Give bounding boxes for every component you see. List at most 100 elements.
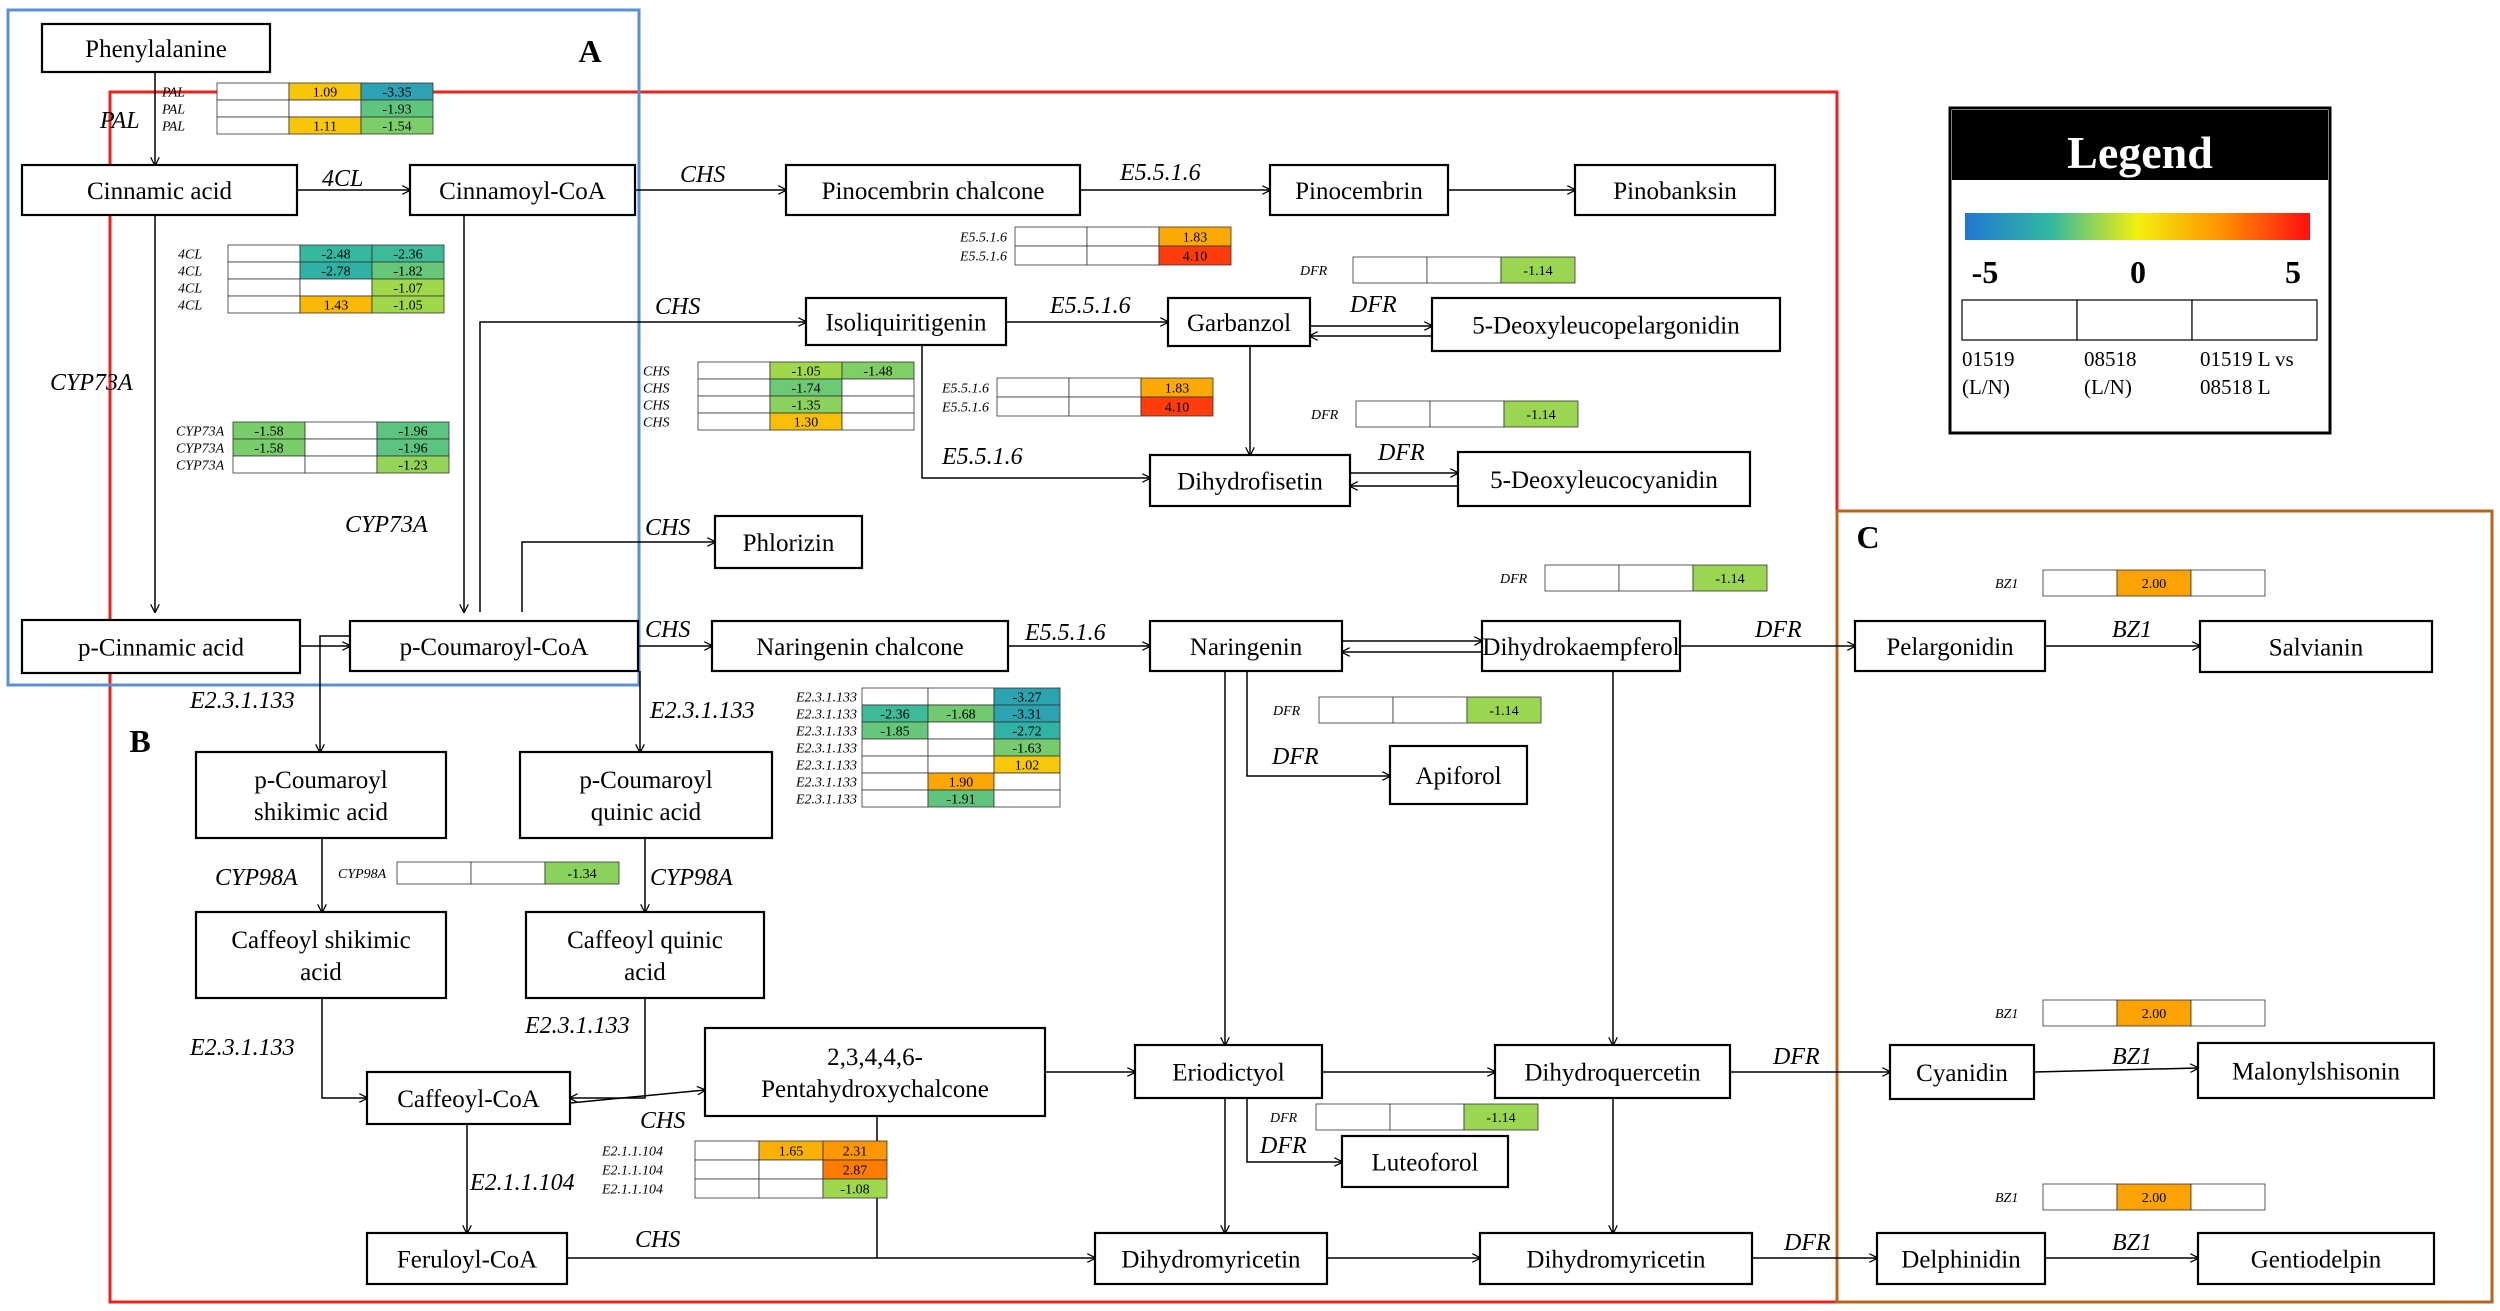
heat-row-label: E5.5.1.6: [959, 250, 1007, 265]
heat-cell-value: -3.31: [1012, 708, 1041, 723]
heat-cell: [304, 421, 378, 440]
heat-cell-value: 1.09: [313, 86, 338, 101]
heat-cell-value: 1.65: [779, 1145, 804, 1160]
heat-cell-value: -1.05: [393, 299, 422, 314]
heat-row-label: 4CL: [178, 265, 202, 280]
legend-col-3-line2: 08518 L: [2200, 375, 2271, 399]
heat-row-label: BZ1: [1995, 1191, 2018, 1206]
heat-cell-value: -1.68: [946, 708, 975, 723]
node-box: [1340, 1134, 1510, 1189]
heat-cell: [1315, 1103, 1391, 1131]
heat-cell: [376, 455, 450, 474]
node-box: [1573, 163, 1777, 217]
region-c-box: [1835, 509, 2494, 1304]
heat-cell: [1086, 245, 1160, 266]
enzyme-label-e211104: E2.1.1.104: [469, 1170, 575, 1196]
node-label: Dihydromyricetin: [1526, 1247, 1706, 1274]
node-box: [784, 163, 1082, 217]
heat-cell: [861, 789, 929, 808]
heat-cell: [1426, 256, 1502, 284]
heat-cell-value: 1.43: [324, 299, 349, 314]
enzyme-label-e5516-1: E5.5.1.6: [1119, 160, 1201, 186]
heat-cell-value: 4.10: [1165, 401, 1190, 416]
node-label: acid: [300, 959, 342, 986]
node-box: [2198, 619, 2434, 674]
heat-cell: [861, 772, 929, 791]
node-box: [1093, 1231, 1329, 1286]
enzyme-label-dfr-2: DFR: [1377, 440, 1425, 466]
node-box: [408, 163, 637, 217]
heat-cell: [2042, 999, 2118, 1027]
legend-title: Legend: [2067, 127, 2213, 178]
heat-row-label: PAL: [161, 120, 185, 135]
enzyme-label-cyp73a-2: CYP73A: [345, 512, 428, 538]
node-box: [1430, 296, 1782, 353]
region-a-box: [6, 8, 641, 687]
legend-cell-1: [1961, 299, 2078, 341]
node-box: [713, 514, 864, 570]
node-garbanzol: Garbanzol: [1166, 296, 1312, 348]
node-phlorizin: Phlorizin: [713, 514, 864, 570]
edge-cyanidin-malonylshisonin: [2033, 1068, 2198, 1073]
node-isoliquiritigenin: Isoliquiritigenin: [804, 296, 1008, 347]
enzyme-label-cyp73a-1: CYP73A: [50, 370, 133, 396]
heat-cell-value: -1.35: [791, 399, 820, 414]
heat-cell-value: 1.02: [1015, 759, 1040, 774]
heat-cell: [927, 755, 995, 774]
node-label: Naringenin: [1190, 634, 1303, 661]
heat-row-label: DFR: [1299, 264, 1328, 279]
region-b-label: B: [129, 723, 150, 759]
heat-cell: [544, 861, 620, 885]
heat-cell: [841, 412, 915, 431]
node-label: Cyanidin: [1916, 1060, 2008, 1087]
legend-cell-3: [2191, 299, 2318, 341]
node-label: Eriodictyol: [1172, 1060, 1285, 1087]
heat-row-label: E2.3.1.133: [795, 708, 857, 723]
node-pinocembrin: Pinocembrin: [1268, 163, 1450, 217]
node-dihydrokaempferol: Dihydrokaempferol: [1480, 619, 1682, 673]
edge-isoliquiritigenin-dihydrofisetin: [921, 345, 1150, 478]
heat-cell: [2190, 569, 2266, 597]
heat-cell-value: -1.58: [254, 425, 283, 440]
enzyme-label-chs-1: CHS: [680, 162, 725, 188]
heat-cell: [1544, 564, 1620, 592]
heat-cell-value: 2.00: [2142, 1007, 2167, 1022]
node-caffeoyl-coa: Caffeoyl-CoA: [365, 1070, 572, 1126]
node-box: [1148, 453, 1352, 508]
node-pentahydroxychalcone: 2,3,4,4,6-Pentahydroxychalcone: [703, 1026, 1047, 1118]
heat-row-label: BZ1: [1995, 1007, 2018, 1022]
heat-cell: [841, 378, 915, 397]
heat-cell: [1318, 696, 1394, 724]
legend: Legend -5 0 5 01519 (L/N) 08518 (L/N) 01…: [1948, 106, 2332, 435]
node-naringenin: Naringenin: [1148, 619, 1344, 673]
node-delphinidin: Delphinidin: [1875, 1231, 2047, 1286]
node-deoxyleucopelargonidin: 5-Deoxyleucopelargonidin: [1430, 296, 1782, 353]
heat-cell: [697, 361, 771, 380]
heat-cell-value: -1.58: [254, 442, 283, 457]
node-box: [710, 619, 1010, 673]
legend-max-label: 5: [2285, 254, 2301, 290]
heat-cell: [216, 82, 290, 101]
enzyme-label-4cl-main: 4CL: [322, 166, 363, 192]
heat-cell-value: 1.83: [1183, 231, 1208, 246]
heat-cell: [694, 1140, 760, 1161]
enzyme-label-e231133-1: E2.3.1.133: [189, 688, 295, 714]
heat-cell: [371, 295, 445, 314]
heat-cell: [1014, 226, 1088, 247]
heat-row-label: CHS: [643, 416, 669, 431]
heat-cell-value: -1.14: [1523, 264, 1552, 279]
enzyme-label-pal-main: PAL: [99, 108, 140, 134]
heat-cell: [288, 99, 362, 118]
heat-row-label: CYP98A: [338, 867, 387, 882]
heat-cell-value: -1.85: [880, 725, 909, 740]
node-box: [1888, 1043, 2036, 1101]
node-label: Pinocembrin: [1295, 178, 1423, 205]
heat-cell-value: 1.30: [794, 416, 819, 431]
node-label: Apiforol: [1415, 763, 1501, 790]
node-pelargonidin: Pelargonidin: [1853, 619, 2047, 673]
